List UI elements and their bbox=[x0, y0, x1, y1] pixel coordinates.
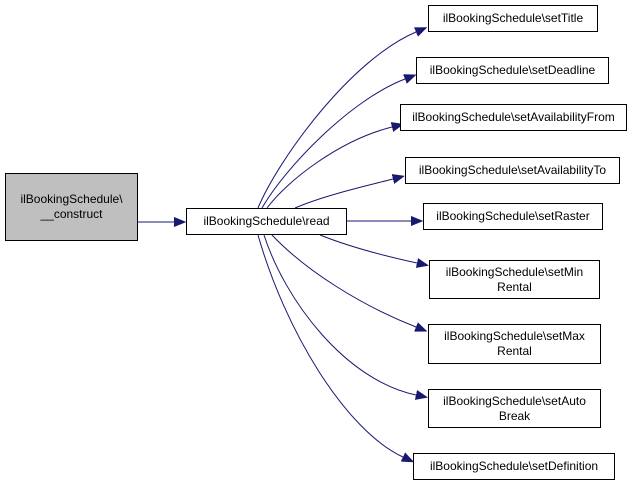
node-label: ilBookingSchedule\setAvailabilityTo bbox=[418, 163, 607, 177]
node-label: ilBookingSchedule\setDefinition bbox=[429, 459, 599, 473]
node-setAvailabilityTo[interactable]: ilBookingSchedule\setAvailabilityTo bbox=[405, 157, 620, 184]
node-label: ilBookingSchedule\setMin bbox=[445, 264, 584, 279]
node-label: ilBookingSchedule\setRaster bbox=[436, 209, 590, 223]
edge-read-to-setMinRental bbox=[319, 234, 417, 263]
node-setRaster[interactable]: ilBookingSchedule\setRaster bbox=[423, 203, 603, 230]
node-read[interactable]: ilBookingSchedule\read bbox=[186, 208, 347, 235]
node-setTitle[interactable]: ilBookingSchedule\setTitle bbox=[428, 5, 598, 32]
node-label: ilBookingSchedule\setAvailabilityFrom bbox=[412, 110, 615, 124]
node-label: ilBookingSchedule\setTitle bbox=[442, 11, 584, 25]
node-label: ilBookingSchedule\read bbox=[203, 214, 330, 228]
node-label: ilBookingSchedule\setDeadline bbox=[429, 63, 596, 77]
edge-read-to-setTitle bbox=[257, 32, 416, 209]
edge-read-to-setDefinition bbox=[257, 234, 403, 457]
node-construct[interactable]: ilBookingSchedule\__construct bbox=[5, 173, 138, 241]
edge-read-to-setAvailabilityFrom bbox=[266, 127, 392, 209]
node-label: ilBookingSchedule\ bbox=[20, 192, 123, 206]
edge-read-to-setDeadline bbox=[261, 79, 405, 209]
node-label: Break bbox=[498, 408, 531, 423]
node-label: ilBookingSchedule\setAuto bbox=[443, 393, 586, 408]
node-label: Rental bbox=[497, 344, 532, 358]
node-label: __construct bbox=[40, 207, 103, 221]
node-setDeadline[interactable]: ilBookingSchedule\setDeadline bbox=[416, 57, 609, 84]
edge-read-to-setAutoBreak bbox=[263, 234, 416, 395]
node-label: ilBookingSchedule\setMax bbox=[444, 329, 585, 343]
node-setAvailabilityFrom[interactable]: ilBookingSchedule\setAvailabilityFrom bbox=[400, 104, 627, 131]
node-setDefinition[interactable]: ilBookingSchedule\setDefinition bbox=[413, 453, 615, 480]
edge-read-to-setAvailabilityTo bbox=[294, 179, 393, 209]
edge-read-to-setMaxRental bbox=[271, 234, 416, 327]
node-label: Rental bbox=[497, 279, 532, 294]
